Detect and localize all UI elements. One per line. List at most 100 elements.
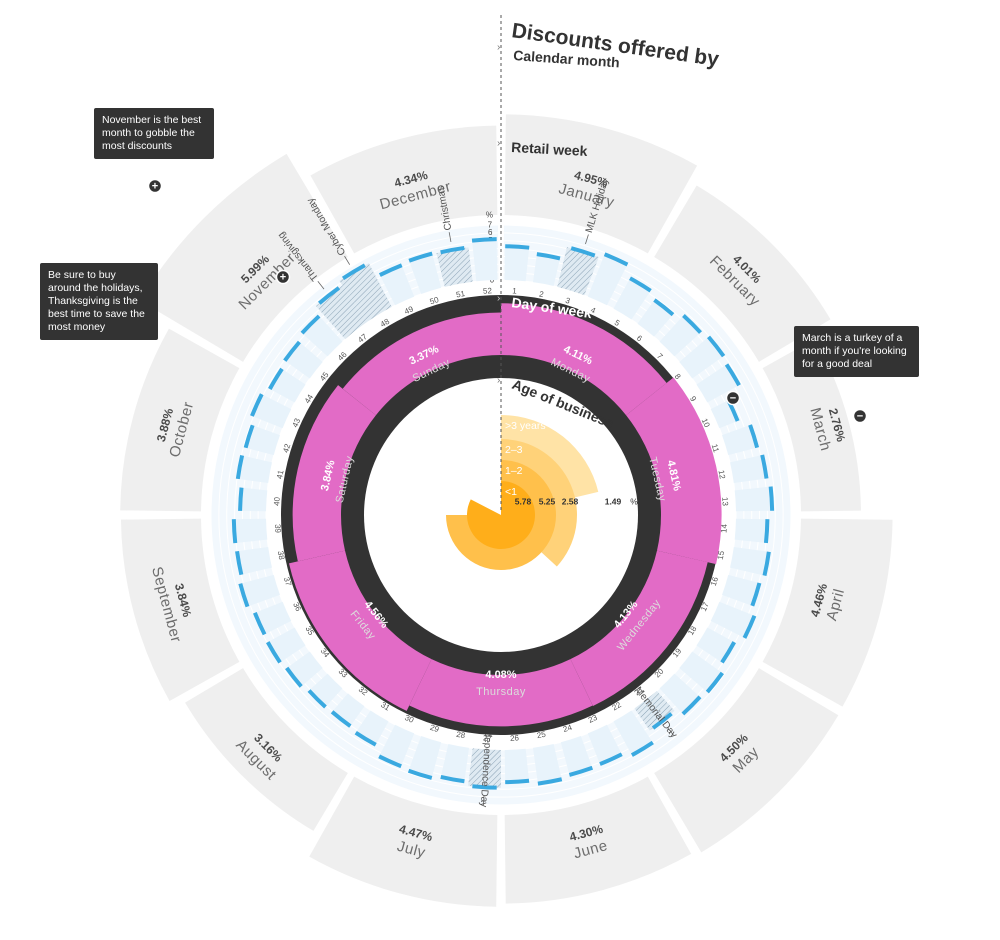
week-bar-40 — [238, 487, 244, 511]
callout-marker-sign: − — [857, 410, 863, 422]
week-label-27: 27 — [483, 733, 493, 743]
month-band-april — [762, 518, 893, 707]
week-label-24: 24 — [562, 723, 574, 734]
week-label-6: 6 — [635, 333, 644, 343]
week-bar-39 — [231, 519, 238, 544]
week-bar-42 — [243, 424, 255, 449]
week-bar-33 — [307, 689, 327, 709]
week-bar-fill-37 — [240, 574, 280, 607]
week-bar-21 — [651, 712, 673, 730]
month-band-march — [762, 338, 861, 512]
week-bar-fill-40 — [240, 487, 268, 512]
day-bar-tuesday — [626, 377, 722, 565]
age-label-3: <1 — [505, 486, 517, 498]
callout-marker-icon — [275, 269, 291, 285]
week-bar-32 — [330, 710, 352, 728]
week-label-49: 49 — [403, 304, 415, 316]
holiday-label: Independence Day — [478, 723, 494, 807]
week-axis-unit: % — [486, 210, 493, 219]
week-bar-46 — [300, 314, 321, 335]
week-label-39: 39 — [273, 524, 283, 534]
week-label-12: 12 — [716, 469, 727, 480]
week-label-13: 13 — [720, 497, 730, 507]
week-label-3: 3 — [564, 296, 571, 306]
week-bar-fill-25 — [532, 744, 562, 784]
callout-holidays: Be sure to buy around the holidays, Than… — [40, 263, 158, 340]
week-bar-43 — [250, 393, 264, 417]
month-band-september — [120, 518, 240, 701]
week-bar-fill-4 — [587, 254, 628, 306]
calendar-month-chevron-icon: › — [497, 42, 500, 53]
week-bar-27 — [472, 784, 497, 790]
retail-week-chevron-icon: › — [497, 138, 500, 149]
week-bar-fill-26 — [504, 748, 530, 783]
section-title-retail-week: Retail week — [511, 139, 588, 159]
week-bar-fill-52 — [472, 239, 498, 282]
week-bar-fill-29 — [408, 736, 442, 778]
week-bar-fill-22 — [613, 710, 653, 756]
month-band-may — [654, 668, 839, 853]
week-bar-fill-20 — [659, 673, 700, 714]
holiday-leader — [448, 232, 452, 243]
week-bar-5 — [629, 276, 652, 293]
month-band-december — [310, 125, 498, 254]
week-bar-41 — [235, 455, 245, 480]
week-holiday-bar-51 — [436, 247, 473, 287]
week-bar-37 — [238, 583, 250, 608]
week-bar-fill-1 — [504, 246, 530, 282]
week-bar-18 — [720, 641, 737, 664]
week-bar-fill-49 — [379, 265, 415, 306]
age-of-business-chevron-icon: › — [497, 375, 500, 386]
week-bar-6 — [653, 298, 675, 317]
week-bar-fill-38 — [237, 546, 272, 575]
week-label-8: 8 — [673, 372, 683, 381]
week-bar-11 — [748, 424, 760, 449]
callout-marker-sign: − — [730, 392, 736, 404]
callout-november: November is the best month to gobble the… — [94, 108, 214, 159]
week-bar-19 — [705, 671, 724, 694]
week-bar-1 — [505, 244, 530, 250]
week-bar-8 — [707, 335, 726, 358]
week-bar-fill-43 — [251, 394, 292, 429]
age-label-0: >3 years — [505, 420, 546, 432]
week-bar-14 — [763, 519, 770, 544]
month-band-july — [309, 776, 498, 907]
week-bar-4 — [603, 252, 629, 267]
week-bar-44 — [268, 367, 284, 390]
week-bar-fill-11 — [722, 424, 758, 456]
week-bar-51 — [440, 245, 465, 255]
callout-november-text: November is the best month to gobble the… — [102, 114, 202, 152]
week-holiday-bar-21 — [634, 690, 675, 731]
day-bar-wednesday — [570, 550, 708, 707]
week-bar-fill-24 — [560, 736, 593, 775]
week-bar-36 — [253, 612, 267, 636]
week-bar-29 — [407, 768, 433, 780]
week-bar-fill-9 — [696, 364, 740, 403]
week-bar-fill-41 — [237, 455, 272, 484]
week-bar-fill-8 — [679, 336, 724, 379]
week-bar-30 — [378, 754, 402, 769]
day-bar-sunday — [342, 312, 501, 416]
week-bar-fill-50 — [409, 253, 442, 294]
week-label-9: 9 — [688, 395, 698, 404]
week-bar-fill-17 — [710, 601, 755, 638]
week-bar-38 — [235, 550, 244, 576]
week-bar-9 — [724, 363, 741, 387]
week-holiday-bar-3 — [557, 247, 599, 296]
callout-march-text: March is a turkey of a month if you're l… — [802, 332, 907, 370]
age-bar-3 — [467, 481, 536, 549]
week-gridline — [226, 240, 776, 790]
callout-marker-icon — [147, 178, 163, 194]
age-value-0: 1.49 — [605, 496, 622, 506]
holiday-leader — [483, 795, 485, 806]
callout-march: March is a turkey of a month if you're l… — [794, 326, 919, 377]
week-bar-3 — [570, 246, 596, 258]
month-band-august — [185, 668, 348, 831]
week-bar-47 — [317, 286, 341, 305]
week-bar-50 — [408, 251, 433, 263]
callout-marker-icon — [852, 408, 868, 424]
week-bar-45 — [283, 340, 301, 362]
week-bar-7 — [682, 314, 702, 334]
week-holiday-bar-48 — [339, 263, 392, 322]
